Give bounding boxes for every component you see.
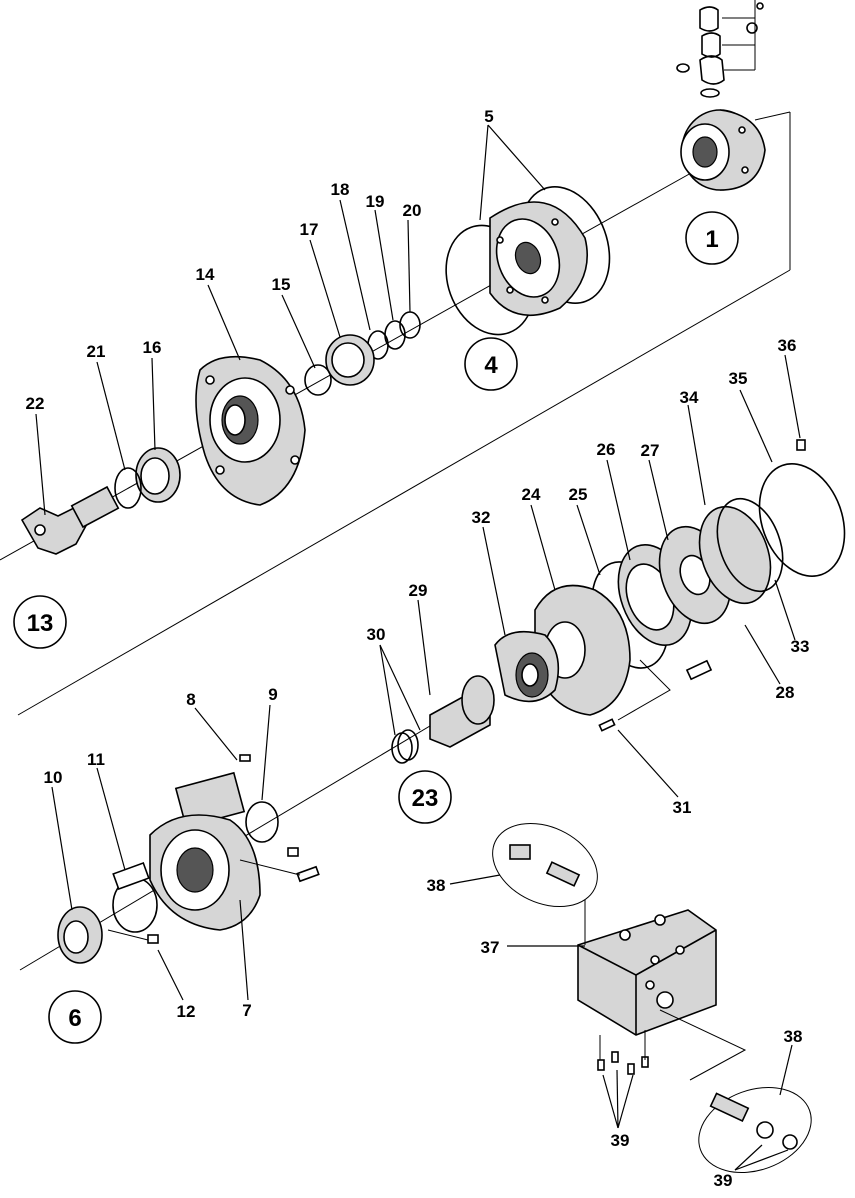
label-33: 33 [791, 637, 810, 656]
valve-screws [597, 1051, 649, 1075]
label-8: 8 [186, 690, 195, 709]
label-39-left: 39 [611, 1131, 630, 1150]
brake-ring [112, 861, 158, 933]
top-fittings [676, 0, 764, 98]
valve-cartridge-top [492, 822, 598, 908]
label-20: 20 [403, 201, 422, 220]
label-18: 18 [331, 180, 350, 199]
label-27: 27 [641, 441, 660, 460]
label-19: 19 [366, 192, 385, 211]
label-31: 31 [673, 798, 692, 817]
label-15: 15 [272, 275, 291, 294]
svg-text:23: 23 [412, 785, 439, 812]
label-12: 12 [177, 1002, 196, 1021]
label-39-right: 39 [714, 1171, 733, 1190]
motor-housing [494, 584, 713, 716]
label-24: 24 [522, 485, 541, 504]
commutator-assembly [445, 186, 611, 336]
svg-text:1: 1 [705, 226, 718, 253]
front-bearing [114, 447, 181, 509]
end-cap [57, 906, 159, 964]
label-38-top: 38 [427, 876, 446, 895]
label-32: 32 [472, 508, 491, 527]
leader-lines [35, 124, 801, 1171]
group-callout-1: 1 [685, 211, 739, 265]
valve-block [577, 909, 717, 1036]
group-callout-6: 6 [48, 990, 102, 1044]
svg-text:4: 4 [484, 352, 498, 379]
label-34: 34 [680, 388, 699, 407]
group-callout-23: 23 [398, 770, 452, 824]
rotor-set [591, 439, 846, 669]
label-28: 28 [776, 683, 795, 702]
label-37: 37 [481, 938, 500, 957]
label-36: 36 [778, 336, 797, 355]
label-29: 29 [409, 581, 428, 600]
label-16: 16 [143, 338, 162, 357]
seal-bearing-stack [304, 311, 421, 396]
label-5: 5 [484, 107, 493, 126]
end-housing [680, 109, 766, 191]
label-11: 11 [87, 750, 105, 769]
label-26: 26 [597, 440, 616, 459]
group-callout-4: 4 [464, 337, 518, 391]
label-22: 22 [26, 394, 45, 413]
drive-shaft [391, 675, 616, 764]
label-30: 30 [367, 625, 386, 644]
label-35: 35 [729, 369, 748, 388]
part-labels: 5 20 19 18 17 15 14 16 21 22 36 35 34 26… [26, 107, 810, 1190]
label-14: 14 [196, 265, 215, 284]
label-17: 17 [300, 220, 319, 239]
label-10: 10 [44, 768, 63, 787]
label-25: 25 [569, 485, 588, 504]
group-callout-13: 13 [13, 595, 67, 649]
front-flange [195, 355, 306, 506]
valve-cartridge-bottom [698, 1086, 812, 1174]
label-21: 21 [87, 342, 106, 361]
rear-housing [149, 754, 320, 931]
connection-lines [107, 659, 747, 1081]
label-9: 9 [268, 685, 277, 704]
label-38-bottom: 38 [784, 1027, 803, 1046]
label-7: 7 [242, 1001, 251, 1020]
output-shaft [20, 485, 120, 555]
svg-text:13: 13 [27, 610, 54, 637]
svg-text:6: 6 [68, 1005, 81, 1032]
